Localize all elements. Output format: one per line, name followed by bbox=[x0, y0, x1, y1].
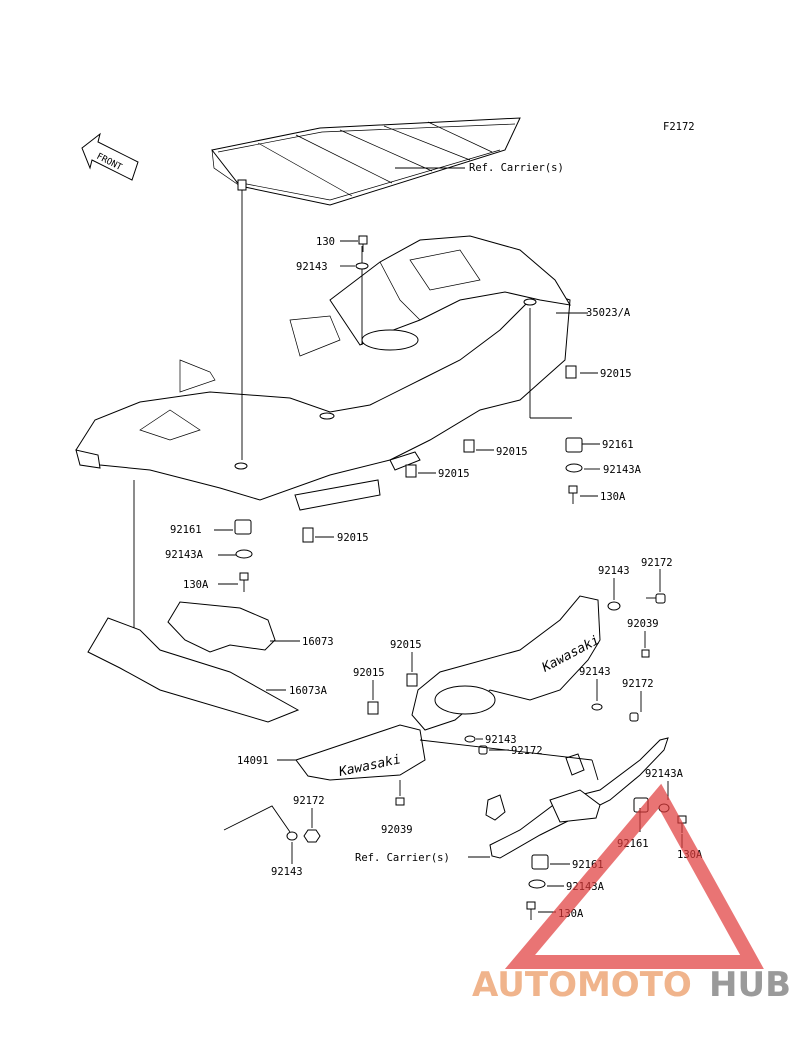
clip-nut-icon bbox=[406, 673, 418, 687]
washer-icon bbox=[286, 831, 298, 841]
heat-pad-16073A bbox=[87, 617, 300, 723]
side-cover-left: Kawasaki bbox=[295, 724, 426, 781]
grommet-icon bbox=[234, 519, 252, 535]
label-92143-r2: 92143 bbox=[579, 666, 611, 678]
front-arrow-icon: FRONT bbox=[81, 132, 139, 181]
label-130-top: 130 bbox=[316, 236, 335, 248]
collar-icon bbox=[565, 463, 583, 473]
label-92143-l: 92143 bbox=[271, 866, 303, 878]
clip-nut-icon bbox=[367, 701, 379, 715]
bolt-icon bbox=[568, 485, 578, 504]
label-35023: 35023/A bbox=[586, 307, 631, 319]
screw-icon bbox=[646, 593, 666, 604]
label-92039-r1: 92039 bbox=[627, 618, 659, 630]
washer-icon bbox=[464, 735, 476, 743]
collar-icon bbox=[235, 549, 253, 559]
label-92161-right: 92161 bbox=[602, 439, 634, 451]
rear-carrier-rack bbox=[211, 117, 521, 206]
washer-icon bbox=[355, 262, 369, 270]
clip-icon bbox=[641, 649, 650, 658]
label-92039-l: 92039 bbox=[381, 824, 413, 836]
bolt-icon bbox=[526, 901, 536, 920]
clip-nut-icon bbox=[463, 439, 475, 453]
clip-nut-icon bbox=[302, 527, 314, 543]
label-92172-r1: 92172 bbox=[641, 557, 673, 569]
label-92143-m: 92143 bbox=[485, 734, 517, 746]
label-92015-right: 92015 bbox=[600, 368, 632, 380]
clip-nut-icon bbox=[565, 365, 577, 379]
grommet-icon bbox=[565, 437, 583, 453]
label-92143-top: 92143 bbox=[296, 261, 328, 273]
watermark-text: AUTOMOTO HUB bbox=[472, 965, 791, 1005]
label-92143A-g: 92143A bbox=[645, 768, 684, 780]
label-130A-left: 130A bbox=[183, 579, 209, 591]
label-14091: 14091 bbox=[237, 755, 269, 767]
nut-icon bbox=[303, 829, 321, 843]
label-92143A-right: 92143A bbox=[603, 464, 642, 476]
label-92161-left: 92161 bbox=[170, 524, 202, 536]
label-92015-center: 92015 bbox=[438, 468, 470, 480]
ref-carrier-top-label: Ref. Carrier(s) bbox=[469, 162, 564, 174]
clip-nut-icon bbox=[405, 464, 417, 478]
label-92172-r2: 92172 bbox=[622, 678, 654, 690]
screw-icon bbox=[629, 712, 639, 722]
svg-text:AUTOMOTO: AUTOMOTO bbox=[472, 965, 692, 1005]
bolt-icon bbox=[239, 572, 249, 592]
washer-icon bbox=[591, 703, 603, 711]
label-92015-g2: 92015 bbox=[353, 667, 385, 679]
label-130A-right: 130A bbox=[600, 491, 626, 503]
figure-code: F2172 bbox=[663, 121, 695, 133]
label-92143A-left: 92143A bbox=[165, 549, 204, 561]
bolt-icon bbox=[358, 235, 368, 252]
label-92015-bottom: 92015 bbox=[337, 532, 369, 544]
heat-pad-16073 bbox=[167, 601, 276, 653]
clip-icon bbox=[395, 797, 405, 806]
label-92172-l: 92172 bbox=[293, 795, 325, 807]
collar-icon bbox=[528, 879, 546, 889]
svg-text:HUB: HUB bbox=[709, 965, 791, 1005]
grommet-icon bbox=[531, 854, 549, 870]
label-92015-mid: 92015 bbox=[496, 446, 528, 458]
label-92015-g: 92015 bbox=[390, 639, 422, 651]
mounting-bracket bbox=[485, 737, 669, 859]
label-92143-r1: 92143 bbox=[598, 565, 630, 577]
washer-icon bbox=[607, 601, 621, 611]
label-16073A: 16073A bbox=[289, 685, 328, 697]
side-cover-right: Kawasaki bbox=[411, 595, 602, 731]
label-92172-m: 92172 bbox=[511, 745, 543, 757]
watermark-logo bbox=[504, 783, 764, 969]
ref-carrier-bottom-label: Ref. Carrier(s) bbox=[355, 852, 450, 864]
rear-fender bbox=[75, 235, 571, 511]
label-16073: 16073 bbox=[302, 636, 334, 648]
